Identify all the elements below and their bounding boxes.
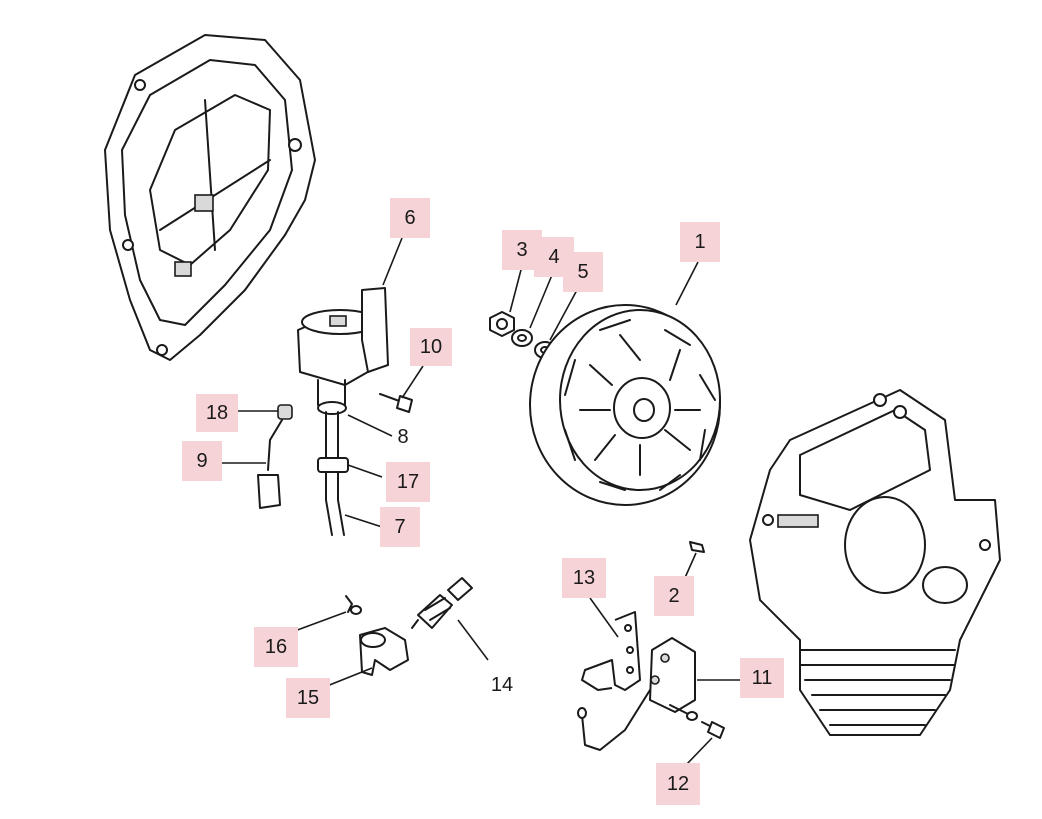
- ignition-coil: [297, 287, 389, 415]
- spark-plug: [411, 577, 473, 629]
- boot-clip: [345, 595, 362, 615]
- module-screw: [701, 721, 725, 739]
- callout-2: 2: [654, 576, 694, 616]
- callout-5: 5: [563, 252, 603, 292]
- callout-12: 12: [656, 763, 700, 805]
- ignition-module: [577, 637, 698, 751]
- module-bracket: [581, 611, 641, 691]
- fan-housing-cover: [104, 34, 316, 361]
- callout-7: 7: [380, 507, 420, 547]
- callout-13-label: 13: [573, 567, 595, 589]
- callout-15-label: 15: [297, 687, 319, 709]
- ignition-cable: [317, 411, 349, 536]
- callout-6-label: 6: [404, 207, 415, 229]
- callout-12-label: 12: [667, 773, 689, 795]
- callout-1: 1: [680, 222, 720, 262]
- callout-13: 13: [562, 558, 606, 598]
- callout-16-label: 16: [265, 636, 287, 658]
- callout-17: 17: [386, 462, 430, 502]
- callout-8-label: 8: [397, 426, 408, 448]
- leader-lines: [222, 237, 740, 766]
- callout-7-label: 7: [394, 516, 405, 538]
- callout-15: 15: [286, 678, 330, 718]
- callout-5-label: 5: [577, 261, 588, 283]
- callout-14-label: 14: [491, 674, 513, 696]
- callout-3-label: 3: [516, 239, 527, 261]
- callout-6: 6: [390, 198, 430, 238]
- ground-wire: [257, 404, 293, 509]
- callout-11-label: 11: [752, 667, 773, 689]
- callout-14: 14: [491, 674, 513, 696]
- callout-1-label: 1: [694, 231, 705, 253]
- callout-18: 18: [196, 394, 238, 432]
- callout-18-label: 18: [206, 402, 228, 424]
- callout-2-label: 2: [668, 585, 679, 607]
- flywheel-key: [689, 541, 705, 553]
- spark-plug-boot: [359, 627, 409, 676]
- callout-8: 8: [397, 426, 408, 448]
- callout-17-label: 17: [397, 471, 419, 493]
- callout-4-label: 4: [548, 246, 559, 268]
- callout-10-label: 10: [420, 336, 442, 358]
- coil-screw: [379, 393, 413, 413]
- callout-11: 11: [740, 658, 784, 698]
- callout-10: 10: [410, 328, 452, 366]
- flywheel: [529, 304, 721, 506]
- engine-crankcase: [749, 389, 1001, 736]
- callout-9-label: 9: [196, 450, 207, 472]
- callout-16: 16: [254, 627, 298, 667]
- callout-9: 9: [182, 441, 222, 481]
